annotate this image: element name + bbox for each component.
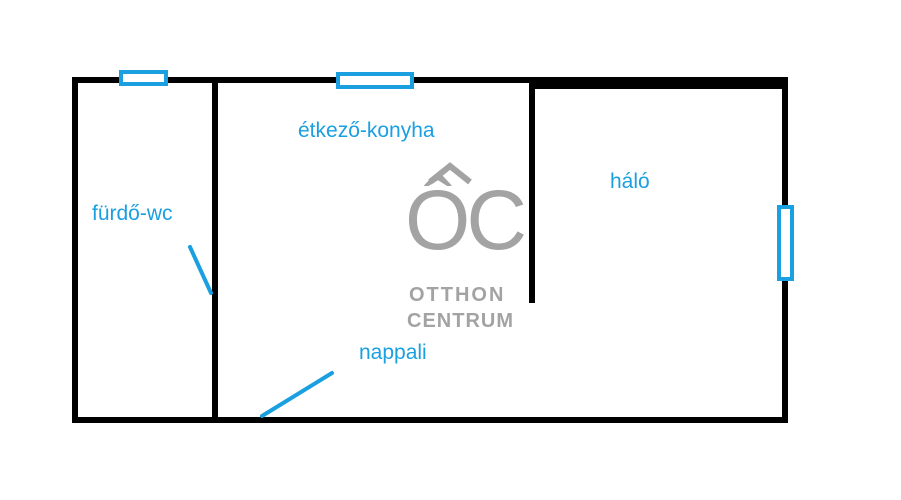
room-label-bedroom: háló xyxy=(610,170,650,193)
entrance-door xyxy=(260,371,334,418)
room-label-kitchen: étkező-konyha xyxy=(298,119,435,142)
bathroom-window xyxy=(119,70,168,86)
room-label-living: nappali xyxy=(359,341,427,364)
windows xyxy=(119,70,794,281)
room-label-bathroom: fürdő-wc xyxy=(92,202,173,225)
doors xyxy=(188,245,334,418)
logo-line-2: CENTRUM xyxy=(407,310,514,332)
kitchen-window xyxy=(336,72,414,89)
bathroom-door xyxy=(188,245,213,295)
logo-line-1: OTTHON xyxy=(409,284,506,306)
bedroom-window xyxy=(777,205,794,281)
logo-chevron-icon xyxy=(428,162,472,185)
logo-mark: ÔC xyxy=(405,173,527,267)
